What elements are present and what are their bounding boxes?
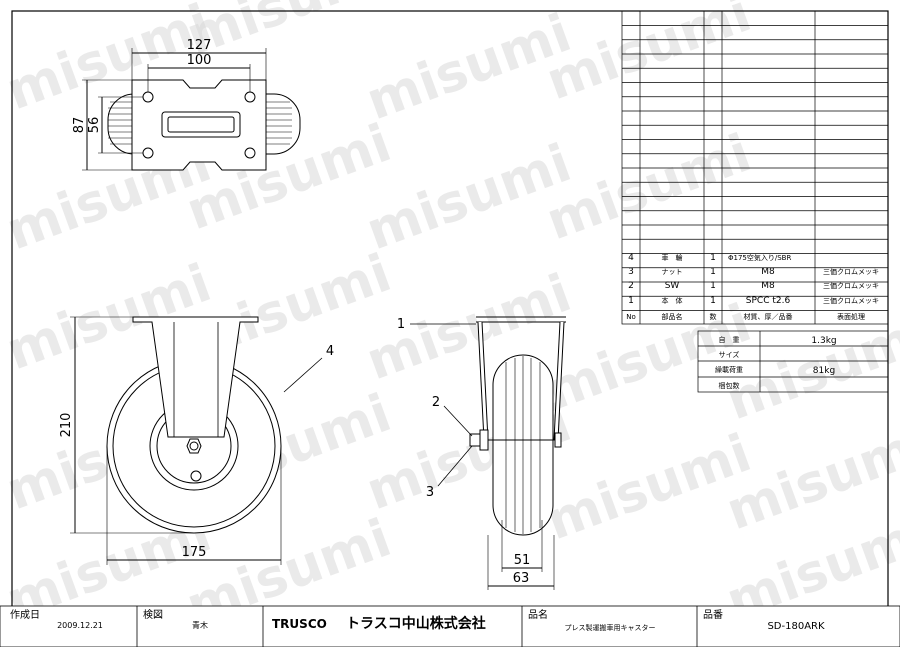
part-no-label: 品番 bbox=[703, 609, 723, 621]
parts-header-qty: 数 bbox=[710, 312, 717, 321]
brand-logo: TRUSCO bbox=[272, 617, 327, 631]
parts-material: SPCC t2.6 bbox=[746, 296, 791, 306]
top-slot-outer bbox=[161, 111, 241, 138]
spec-table-text: 自 重 1.3kg サイズ 繰載荷重 81kg 梱包数 bbox=[715, 335, 837, 390]
parts-table-text: 4 車 輪 1 Φ175空気入り/SBR 3 ナット 1 M8 三価クロムメッキ… bbox=[626, 253, 879, 321]
dim-top-height-inner: 56 bbox=[87, 117, 102, 134]
leader-line bbox=[283, 357, 323, 393]
parts-qty: 1 bbox=[710, 281, 716, 291]
watermark: misumi bbox=[539, 0, 759, 112]
parts-name: 本 体 bbox=[662, 296, 683, 305]
axle-nut bbox=[186, 438, 202, 454]
product-name-label: 品名 bbox=[528, 608, 548, 621]
top-plate bbox=[131, 79, 267, 171]
top-slot-inner bbox=[167, 116, 235, 133]
company-name: トラスコ中山株式会社 bbox=[346, 615, 486, 632]
parts-qty: 1 bbox=[710, 296, 716, 306]
product-name-value: プレス製運搬車用キャスター bbox=[565, 623, 656, 632]
created-label: 作成日 bbox=[10, 609, 40, 621]
spec-table bbox=[697, 330, 889, 393]
dim-top-height-outer: 87 bbox=[72, 117, 87, 134]
valve bbox=[190, 470, 202, 482]
dim-side-width-inner: 51 bbox=[514, 553, 531, 568]
callout-sw: 2 bbox=[432, 395, 440, 410]
bracket-front bbox=[132, 316, 259, 438]
parts-name: SW bbox=[665, 281, 680, 291]
title-block bbox=[0, 605, 900, 648]
leader-line bbox=[437, 445, 473, 487]
title-block-text: 作成日 2009.12.21 検図 青木 TRUSCO トラスコ中山株式会社 品… bbox=[10, 608, 825, 632]
spec-label: 自 重 bbox=[719, 335, 740, 344]
parts-table bbox=[621, 10, 889, 325]
dim-front-height: 210 bbox=[59, 413, 74, 438]
parts-name: ナット bbox=[662, 268, 683, 276]
dim-front-width: 175 bbox=[182, 545, 207, 560]
spec-label: 梱包数 bbox=[719, 381, 740, 390]
parts-finish: 三価クロムメッキ bbox=[823, 267, 879, 276]
callout-nut: 3 bbox=[426, 485, 434, 500]
callout-body: 1 bbox=[397, 317, 405, 332]
spec-label: サイズ bbox=[719, 350, 740, 359]
watermark: misumi bbox=[179, 0, 399, 67]
parts-header-material: 材質、厚／品番 bbox=[744, 312, 793, 321]
parts-name: 車 輪 bbox=[662, 253, 683, 262]
check-label: 検図 bbox=[143, 608, 163, 621]
parts-qty: 1 bbox=[710, 267, 716, 277]
spec-value: 1.3kg bbox=[811, 336, 836, 346]
dim-top-width-outer: 127 bbox=[187, 38, 212, 53]
part-no-value: SD-180ARK bbox=[767, 621, 825, 632]
parts-material: M8 bbox=[761, 267, 775, 277]
created-value: 2009.12.21 bbox=[57, 621, 103, 630]
tread-lines bbox=[108, 101, 292, 145]
leader-line bbox=[443, 405, 473, 437]
dim-side-width-outer: 63 bbox=[513, 571, 530, 586]
dim-top-width-inner: 100 bbox=[187, 53, 212, 68]
mount-hole bbox=[244, 147, 256, 159]
parts-header-no: No bbox=[626, 313, 636, 321]
parts-no: 2 bbox=[628, 281, 634, 291]
front-view bbox=[70, 316, 323, 565]
parts-header-name: 部品名 bbox=[662, 312, 683, 321]
parts-finish: 三価クロムメッキ bbox=[823, 296, 879, 305]
parts-qty: 1 bbox=[710, 253, 716, 263]
parts-material: Φ175空気入り/SBR bbox=[728, 253, 791, 262]
parts-no: 4 bbox=[628, 253, 634, 263]
spec-label: 繰載荷重 bbox=[715, 365, 743, 374]
check-value: 青木 bbox=[192, 620, 208, 630]
parts-material: M8 bbox=[761, 281, 775, 291]
parts-finish: 三価クロムメッキ bbox=[823, 281, 879, 290]
side-washer bbox=[479, 429, 489, 451]
side-view bbox=[410, 316, 566, 590]
callout-wheel: 4 bbox=[326, 344, 334, 359]
parts-header-finish: 表面処理 bbox=[837, 312, 865, 321]
parts-no: 1 bbox=[628, 296, 634, 306]
axle bbox=[189, 441, 199, 451]
watermark: misumi bbox=[539, 123, 759, 252]
parts-no: 3 bbox=[628, 267, 634, 277]
top-view bbox=[82, 48, 301, 171]
spec-value: 81kg bbox=[813, 366, 835, 376]
